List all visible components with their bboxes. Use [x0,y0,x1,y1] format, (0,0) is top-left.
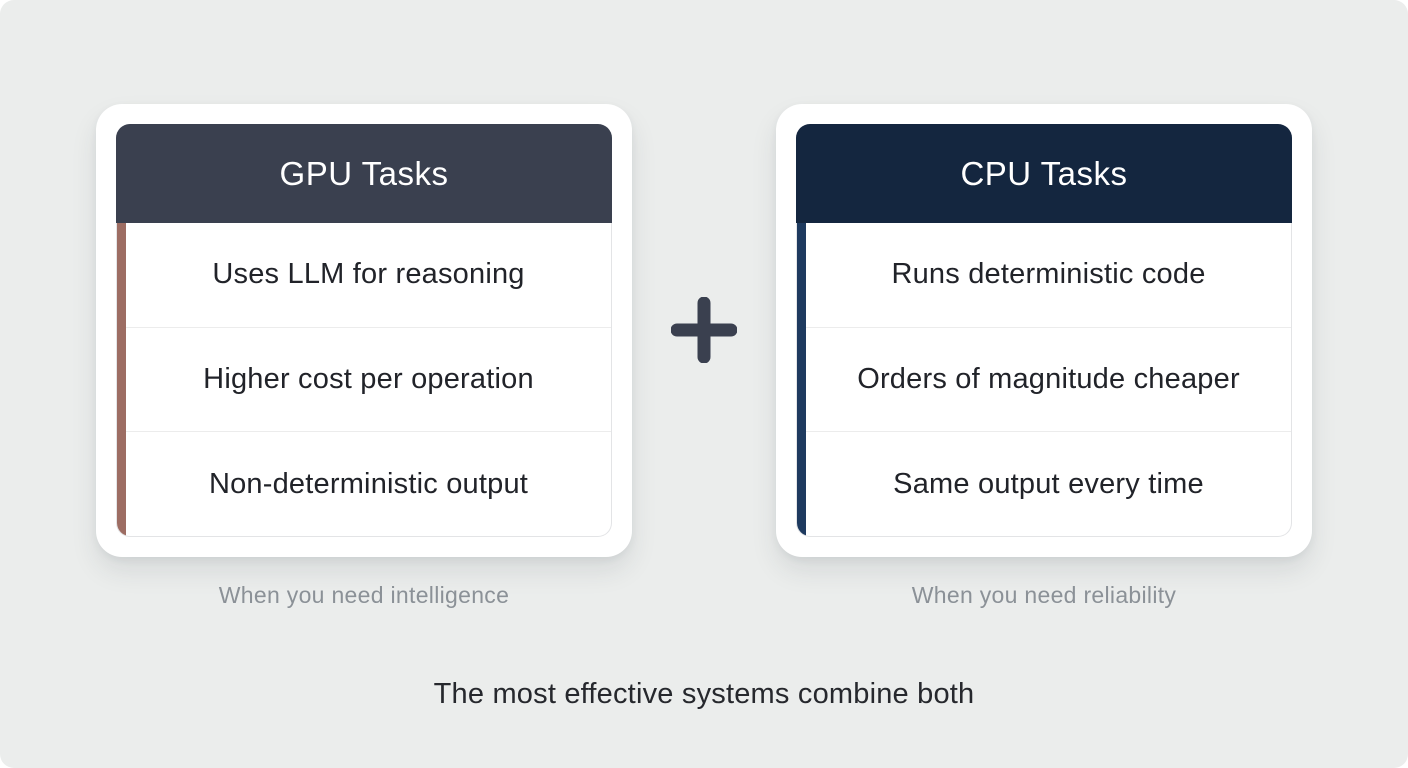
plus-icon [671,297,737,363]
gpu-card-body: Uses LLM for reasoning Higher cost per o… [116,223,612,537]
footer-conclusion-text: The most effective systems combine both [433,678,975,710]
cpu-column: CPU Tasks Runs deterministic code Orders… [776,104,1312,609]
gpu-column: GPU Tasks Uses LLM for reasoning Higher … [96,104,632,609]
gpu-tasks-card: GPU Tasks Uses LLM for reasoning Higher … [96,104,632,557]
cpu-row-2: Orders of magnitude cheaper [806,328,1291,433]
cpu-row-3: Same output every time [893,467,1204,500]
gpu-card-caption: When you need intelligence [218,582,510,608]
plus-divider [671,297,737,363]
gpu-card-header: GPU Tasks [116,124,612,223]
gpu-row-2: Higher cost per operation [126,328,611,433]
cpu-card-body: Runs deterministic code Orders of magnit… [796,223,1292,537]
cpu-card-caption: When you need reliability [911,582,1177,608]
cpu-tasks-card: CPU Tasks Runs deterministic code Orders… [776,104,1312,557]
gpu-row-3: Non-deterministic output [208,467,529,500]
cpu-card-header: CPU Tasks [796,124,1292,223]
cpu-row-1: Runs deterministic code [806,223,1291,328]
gpu-row-1: Uses LLM for reasoning [126,223,611,328]
gpu-card-title: GPU Tasks [279,154,449,192]
cpu-accent-stripe [797,223,806,536]
cards-row: GPU Tasks Uses LLM for reasoning Higher … [96,104,1312,609]
gpu-accent-stripe [117,223,126,536]
cpu-card-title: CPU Tasks [960,154,1128,192]
